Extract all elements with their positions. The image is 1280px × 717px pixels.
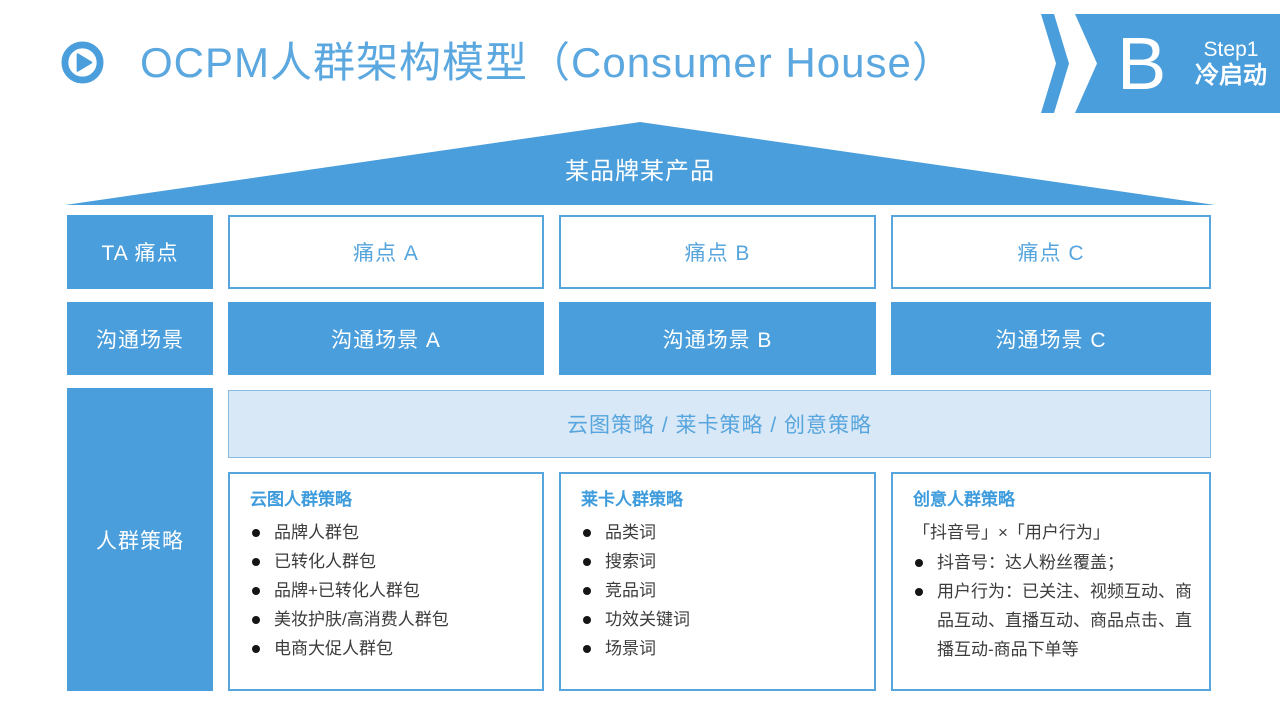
bullet-text: 场景词 [605, 639, 656, 658]
bullet-item: 用户行为：已关注、视频互动、商品互动、直播互动、商品点击、直播互动-商品下单等 [913, 577, 1195, 664]
bullet-item: 品牌人群包 [250, 518, 528, 547]
pain-point-c: 痛点 C [891, 215, 1211, 289]
bullet-dot-icon [583, 616, 591, 624]
bullet-text: 美妆护肤/高消费人群包 [274, 610, 449, 629]
step-banner: B Step1 冷启动 [1041, 14, 1280, 113]
bullet-dot-icon [252, 587, 260, 595]
scene-c: 沟通场景 C [891, 302, 1211, 375]
row-label-strategy: 人群策略 [67, 388, 213, 691]
bullet-item: 品牌+已转化人群包 [250, 576, 528, 605]
step-label: Step1 [1203, 37, 1259, 61]
step-banner-body: B Step1 冷启动 [1075, 14, 1280, 113]
step-text: Step1 冷启动 [1195, 38, 1267, 90]
bullet-item: 品类词 [581, 518, 860, 547]
bullet-dot-icon [583, 587, 591, 595]
bullet-text: 已转化人群包 [274, 552, 376, 571]
bullet-dot-icon [252, 529, 260, 537]
play-icon [61, 41, 104, 84]
roof-label: 某品牌某产品 [565, 158, 715, 185]
bullet-text: 品类词 [605, 523, 656, 542]
bullet-item: 抖音号：达人粉丝覆盖； [913, 548, 1195, 577]
bullet-text: 搜索词 [605, 552, 656, 571]
strategy-box-creative: 创意人群策略 「抖音号」×「用户行为」 抖音号：达人粉丝覆盖； 用户行为：已关注… [891, 472, 1211, 691]
strategy-box-title: 云图人群策略 [250, 490, 352, 509]
strategy-box-title: 创意人群策略 [913, 490, 1015, 509]
bullet-text: 抖音号：达人粉丝覆盖； [937, 553, 1124, 572]
chevron-right-icon [1041, 14, 1069, 113]
strategy-banner: 云图策略 / 莱卡策略 / 创意策略 [228, 390, 1211, 458]
bullet-text: 品牌人群包 [274, 523, 359, 542]
bullet-dot-icon [252, 558, 260, 566]
row-label-ta-pain: TA 痛点 [67, 215, 213, 289]
strategy-box-laika: 莱卡人群策略 品类词 搜索词 竞品词 功效关键词 场景词 [559, 472, 876, 691]
bullet-text: 电商大促人群包 [274, 639, 393, 658]
strategy-box-intro: 「抖音号」×「用户行为」 [913, 523, 1110, 542]
scene-b: 沟通场景 B [559, 302, 876, 375]
bullet-item: 电商大促人群包 [250, 634, 528, 663]
bullet-text: 竞品词 [605, 581, 656, 600]
bullet-dot-icon [252, 616, 260, 624]
step-name: 冷启动 [1195, 61, 1267, 89]
roof: 某品牌某产品 [65, 122, 1215, 205]
bullet-item: 美妆护肤/高消费人群包 [250, 605, 528, 634]
scene-a: 沟通场景 A [228, 302, 544, 375]
bullet-text: 功效关键词 [605, 610, 690, 629]
row-label-scene: 沟通场景 [67, 302, 213, 375]
strategy-box-yuntu: 云图人群策略 品牌人群包 已转化人群包 品牌+已转化人群包 美妆护肤/高消费人群… [228, 472, 544, 691]
bullet-item: 功效关键词 [581, 605, 860, 634]
bullet-text: 品牌+已转化人群包 [274, 581, 420, 600]
page-title: OCPM人群架构模型（Consumer House） [140, 38, 955, 86]
pain-point-a: 痛点 A [228, 215, 544, 289]
bullet-dot-icon [915, 588, 923, 596]
bullet-text: 用户行为：已关注、视频互动、商品互动、直播互动、商品点击、直播互动-商品下单等 [937, 582, 1192, 659]
bullet-dot-icon [583, 558, 591, 566]
bullet-dot-icon [252, 645, 260, 653]
step-letter: B [1117, 21, 1167, 105]
house-grid: TA 痛点 痛点 A 痛点 B 痛点 C 沟通场景 沟通场景 A 沟通场景 B … [67, 215, 1211, 691]
pain-point-b: 痛点 B [559, 215, 876, 289]
strategy-box-title: 莱卡人群策略 [581, 490, 683, 509]
bullet-dot-icon [915, 559, 923, 567]
bullet-item: 已转化人群包 [250, 547, 528, 576]
strategy-boxes: 云图人群策略 品牌人群包 已转化人群包 品牌+已转化人群包 美妆护肤/高消费人群… [228, 472, 1211, 691]
bullet-dot-icon [583, 645, 591, 653]
header: OCPM人群架构模型（Consumer House） [61, 41, 955, 84]
bullet-item: 竞品词 [581, 576, 860, 605]
strategy-area: 云图策略 / 莱卡策略 / 创意策略 云图人群策略 品牌人群包 已转化人群包 品… [228, 388, 1211, 691]
bullet-dot-icon [583, 529, 591, 537]
bullet-item: 场景词 [581, 634, 860, 663]
bullet-item: 搜索词 [581, 547, 860, 576]
